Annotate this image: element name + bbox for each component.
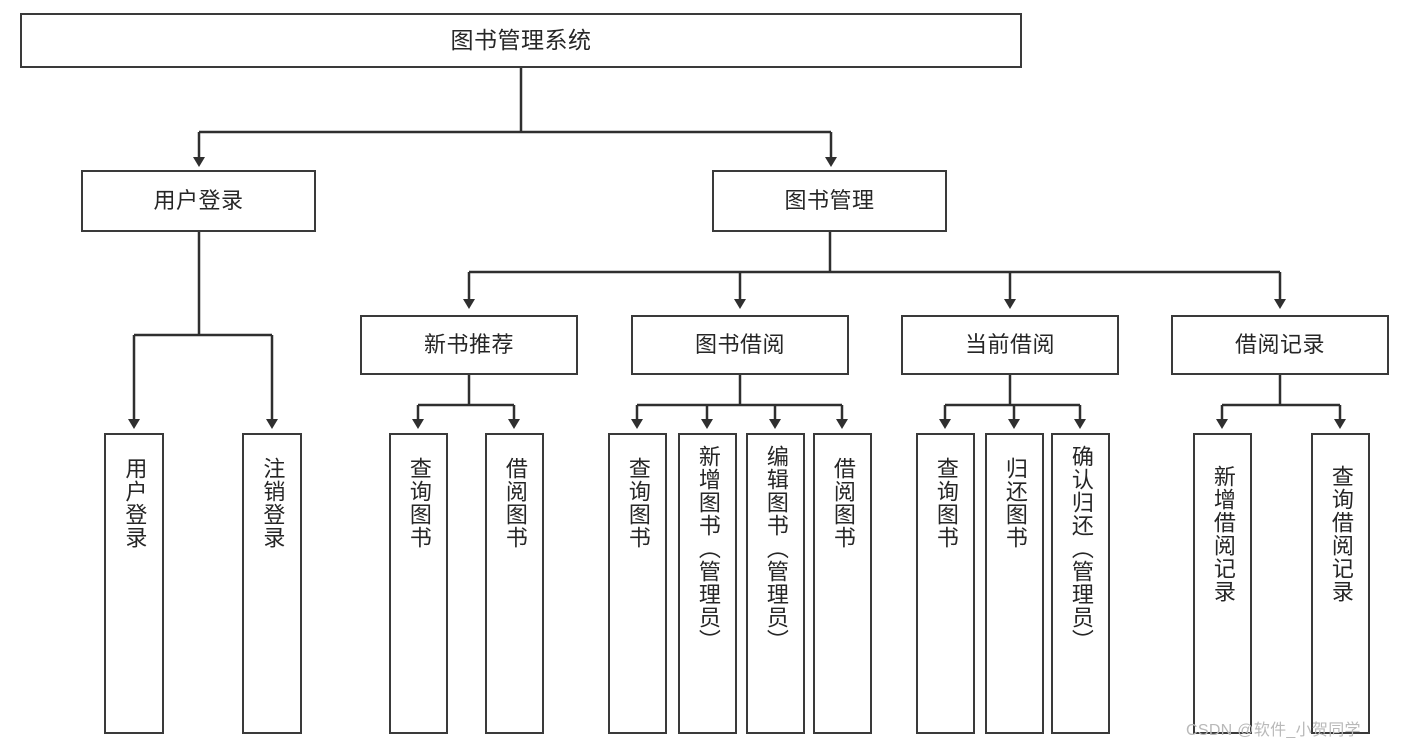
node-leaf-add-book[interactable]: 新增图书（管理员）: [678, 433, 737, 734]
node-leaf-query-book-3-label: 查询图书: [933, 457, 959, 549]
node-book-management-label: 图书管理: [784, 188, 875, 214]
node-current-borrow[interactable]: 当前借阅: [901, 315, 1119, 375]
node-new-book-recommend[interactable]: 新书推荐: [360, 315, 578, 375]
node-leaf-borrow-book-1[interactable]: 借阅图书: [485, 433, 544, 734]
node-book-borrow-label: 图书借阅: [694, 332, 785, 358]
node-leaf-return-book-label: 归还图书: [1002, 457, 1028, 549]
node-leaf-user-login[interactable]: 用户登录: [104, 433, 164, 734]
node-leaf-add-book-label: 新增图书（管理员）: [695, 445, 721, 652]
node-leaf-logout-login[interactable]: 注销登录: [242, 433, 302, 734]
node-book-borrow[interactable]: 图书借阅: [631, 315, 849, 375]
csdn-watermark: CSDN @软件_小贺同学: [1186, 722, 1361, 739]
node-leaf-borrow-book-2-label: 借阅图书: [830, 457, 856, 549]
node-root-label: 图书管理系统: [450, 26, 592, 53]
node-borrow-record[interactable]: 借阅记录: [1171, 315, 1389, 375]
node-leaf-query-book-2[interactable]: 查询图书: [608, 433, 667, 734]
node-leaf-logout-login-label: 注销登录: [260, 457, 286, 549]
node-leaf-user-login-label: 用户登录: [122, 457, 148, 549]
node-leaf-query-record[interactable]: 查询借阅记录: [1311, 433, 1370, 734]
node-leaf-confirm-return[interactable]: 确认归还（管理员）: [1051, 433, 1110, 734]
node-leaf-borrow-book-2[interactable]: 借阅图书: [813, 433, 872, 734]
node-leaf-borrow-book-1-label: 借阅图书: [502, 457, 528, 549]
node-user-login-label: 用户登录: [153, 188, 244, 214]
node-user-login[interactable]: 用户登录: [81, 170, 316, 232]
node-leaf-query-book-1[interactable]: 查询图书: [389, 433, 448, 734]
node-current-borrow-label: 当前借阅: [964, 332, 1055, 358]
node-borrow-record-label: 借阅记录: [1234, 332, 1325, 358]
node-root[interactable]: 图书管理系统: [20, 13, 1022, 68]
node-leaf-confirm-return-label: 确认归还（管理员）: [1068, 445, 1094, 652]
node-leaf-edit-book[interactable]: 编辑图书（管理员）: [746, 433, 805, 734]
node-leaf-query-book-3[interactable]: 查询图书: [916, 433, 975, 734]
node-book-management[interactable]: 图书管理: [712, 170, 947, 232]
node-leaf-return-book[interactable]: 归还图书: [985, 433, 1044, 734]
node-leaf-edit-book-label: 编辑图书（管理员）: [763, 445, 789, 652]
node-leaf-query-record-label: 查询借阅记录: [1328, 465, 1354, 603]
node-leaf-add-record-label: 新增借阅记录: [1210, 465, 1236, 603]
node-new-book-recommend-label: 新书推荐: [423, 332, 514, 358]
node-leaf-query-book-1-label: 查询图书: [406, 457, 432, 549]
node-leaf-add-record[interactable]: 新增借阅记录: [1193, 433, 1252, 734]
node-leaf-query-book-2-label: 查询图书: [625, 457, 651, 549]
